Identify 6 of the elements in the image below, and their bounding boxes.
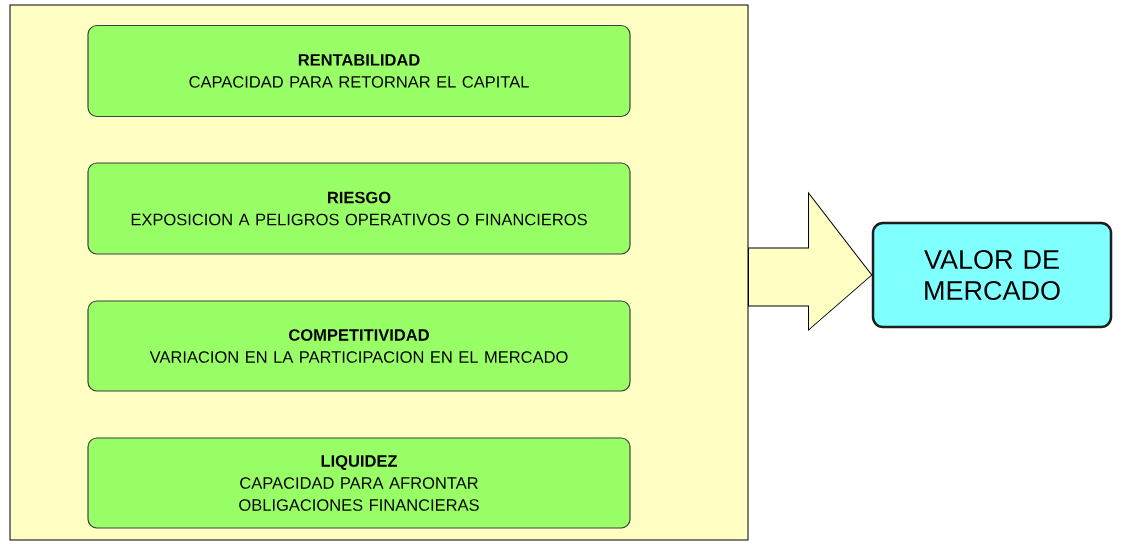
criterion-box: RIESGO EXPOSICION A PELIGROS OPERATIVOS O FINANCIEROS [87, 162, 631, 255]
result-box: VALOR DE MERCADO [871, 221, 1113, 329]
criterion-box: RENTABILIDAD CAPACIDAD PARA RETORNAR EL CAPITAL [87, 24, 631, 118]
criterion-box: COMPETITIVIDAD VARIACION EN LA PARTICIPACION EN EL MERCADO [87, 300, 631, 392]
block-arrow [748, 192, 873, 331]
criterion-box: LIQUIDEZ CAPACIDAD PARA AFRONTAR OBLIGACIONES FINANCIERAS [87, 437, 631, 529]
